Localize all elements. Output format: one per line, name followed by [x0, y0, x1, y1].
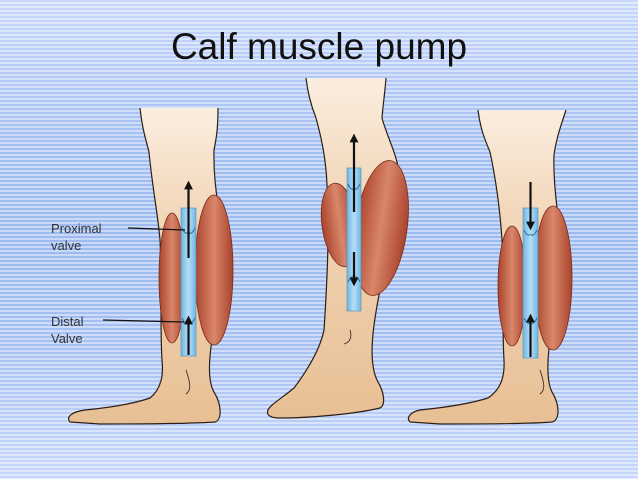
calf-muscle-left	[497, 225, 527, 347]
proximal-valve	[523, 229, 538, 236]
calf-muscle-right	[533, 205, 573, 351]
leg-relaxed	[407, 109, 573, 425]
leg-resting-ankle-line	[185, 369, 191, 395]
proximal-pointer-line	[127, 227, 186, 231]
leg-relaxed-ankle-line	[539, 369, 545, 395]
leg-resting	[67, 107, 234, 425]
distal-label-line2: Valve	[51, 331, 83, 346]
leg-contracted-ankle-line	[343, 329, 352, 345]
calf-muscle-right	[194, 194, 234, 346]
proximal-label-line1: Proximal	[51, 221, 102, 236]
slide-title: Calf muscle pump	[170, 26, 468, 67]
proximal-valve-label: Proximal valve	[51, 220, 102, 254]
distal-pointer-line	[102, 319, 185, 323]
proximal-label-line2: valve	[51, 238, 82, 253]
leg-contracted	[266, 77, 409, 419]
distal-label-line1: Distal	[51, 314, 84, 329]
